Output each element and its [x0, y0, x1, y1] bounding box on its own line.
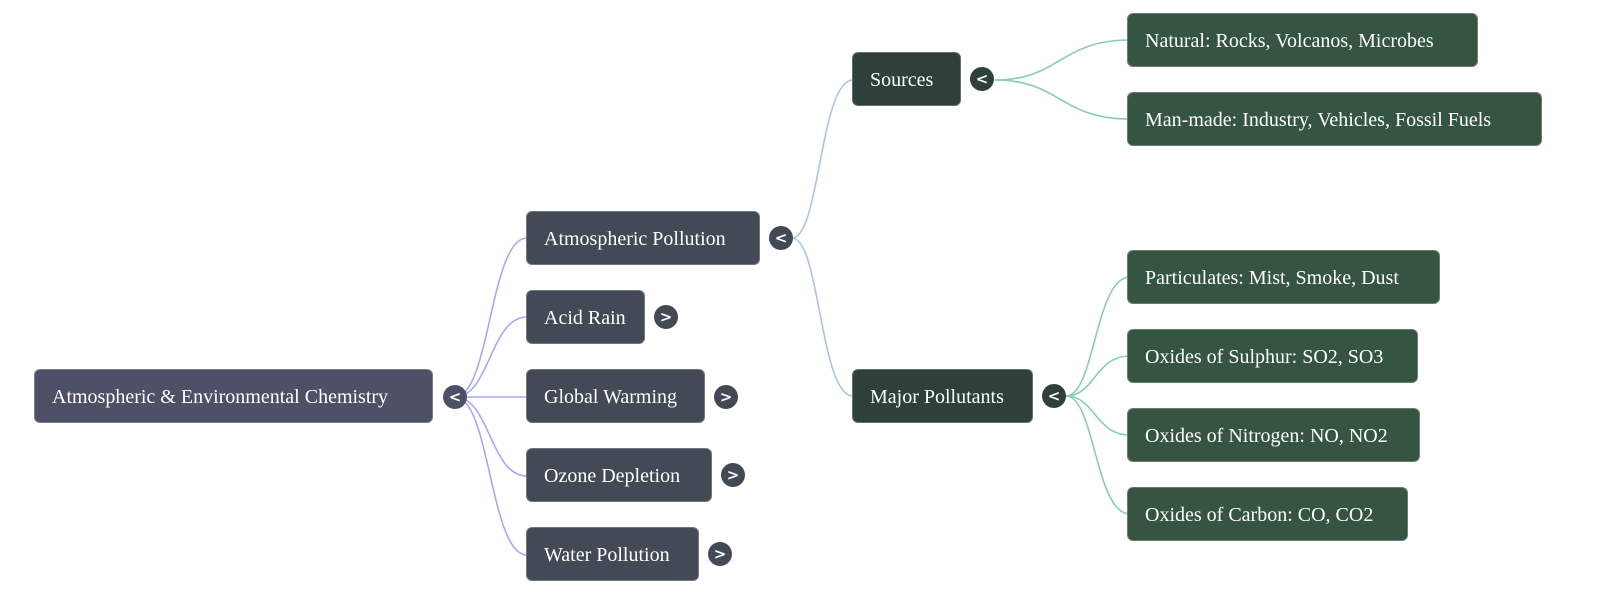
node-acid-rain[interactable]: Acid Rain	[526, 290, 645, 344]
expand-toggle-icon[interactable]: >	[714, 385, 738, 409]
collapse-toggle-icon[interactable]: <	[970, 67, 994, 91]
edge-root-atmospheric-pollution	[454, 237, 528, 398]
node-global-warming[interactable]: Global Warming	[526, 369, 705, 423]
node-major-pollutants[interactable]: Major Pollutants	[852, 369, 1033, 423]
edge-root-ozone-depletion	[454, 396, 528, 477]
edge-root-water-pollution	[454, 396, 528, 556]
edge-pollution-major-pollutants	[791, 237, 854, 397]
edge-root-acid-rain	[454, 316, 528, 398]
node-oxides-of-sulphur[interactable]: Oxides of Sulphur: SO2, SO3	[1127, 329, 1418, 383]
edge-pollution-sources	[791, 79, 854, 239]
collapse-toggle-icon[interactable]: <	[1042, 384, 1066, 408]
node-oxides-of-nitrogen[interactable]: Oxides of Nitrogen: NO, NO2	[1127, 408, 1420, 462]
edge-major-nitrogen	[1065, 395, 1131, 436]
root-node[interactable]: Atmospheric & Environmental Chemistry	[34, 369, 433, 423]
edge-major-particulates	[1065, 276, 1131, 397]
node-natural-sources[interactable]: Natural: Rocks, Volcanos, Microbes	[1127, 13, 1478, 67]
edge-sources-man-made	[994, 79, 1131, 120]
node-ozone-depletion[interactable]: Ozone Depletion	[526, 448, 712, 502]
node-atmospheric-pollution[interactable]: Atmospheric Pollution	[526, 211, 760, 265]
node-man-made-sources[interactable]: Man-made: Industry, Vehicles, Fossil Fue…	[1127, 92, 1542, 146]
edge-major-carbon	[1065, 395, 1131, 515]
collapse-toggle-icon[interactable]: <	[443, 385, 467, 409]
expand-toggle-icon[interactable]: >	[654, 305, 678, 329]
expand-toggle-icon[interactable]: >	[721, 463, 745, 487]
edge-sources-natural	[994, 39, 1131, 81]
edge-major-sulphur	[1065, 355, 1131, 397]
node-water-pollution[interactable]: Water Pollution	[526, 527, 699, 581]
collapse-toggle-icon[interactable]: <	[769, 226, 793, 250]
expand-toggle-icon[interactable]: >	[708, 542, 732, 566]
node-sources[interactable]: Sources	[852, 52, 961, 106]
node-particulates[interactable]: Particulates: Mist, Smoke, Dust	[1127, 250, 1440, 304]
node-oxides-of-carbon[interactable]: Oxides of Carbon: CO, CO2	[1127, 487, 1408, 541]
